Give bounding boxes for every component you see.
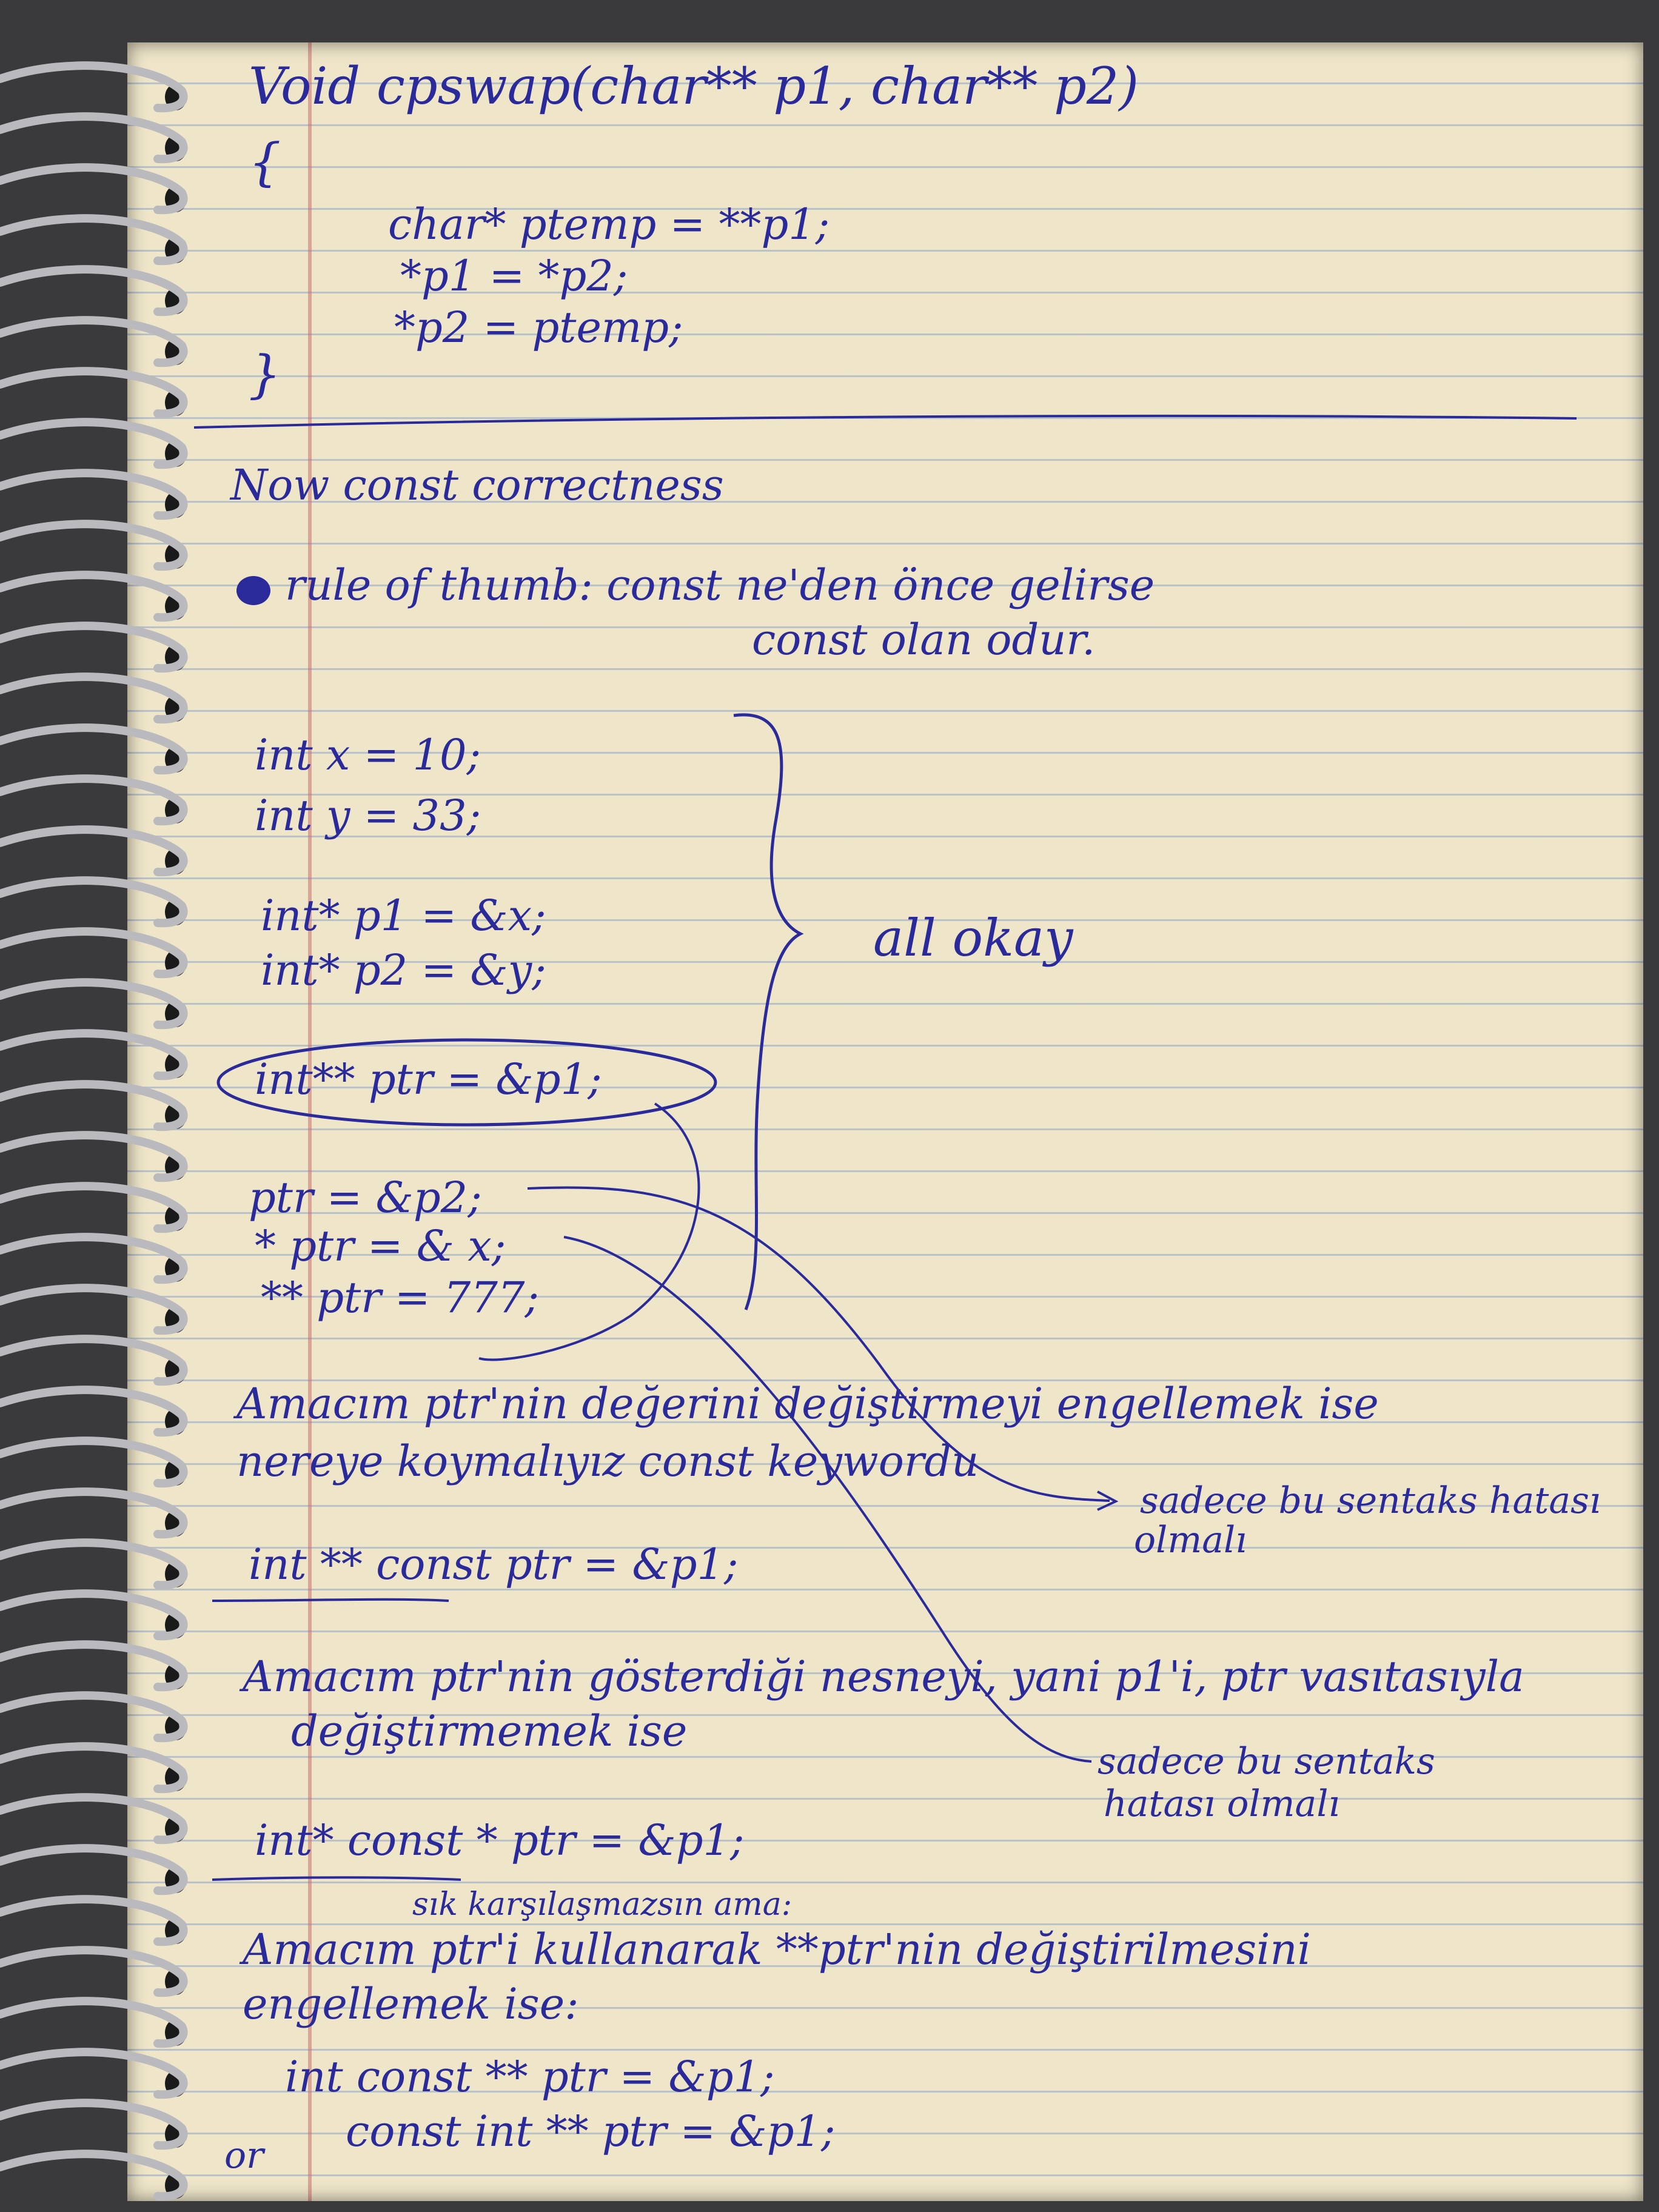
spiral-ring xyxy=(0,1029,188,1081)
spiral-ring xyxy=(0,418,188,469)
all-okay-label: all okay xyxy=(873,908,1073,968)
spiral-ring xyxy=(0,1436,188,1488)
spiral-ring xyxy=(0,672,188,724)
goal1-line-2: nereye koymalıyız const keywordu xyxy=(236,1436,979,1486)
op-deref-assign: * ptr = & x; xyxy=(255,1221,506,1271)
notebook-page xyxy=(127,42,1643,2201)
spiral-ring xyxy=(0,1233,188,1284)
spiral-ring xyxy=(0,1080,188,1131)
spiral-ring xyxy=(0,825,188,877)
spiral-ring xyxy=(0,1589,188,1641)
spiral-ring xyxy=(0,1386,188,1437)
note1-line-1: sadece bu sentaks hatası xyxy=(1140,1480,1601,1522)
swap-line-3: *p2 = ptemp; xyxy=(394,303,683,352)
spiral-ring xyxy=(0,1691,188,1743)
spiral-binding xyxy=(0,61,188,2201)
spiral-ring xyxy=(0,61,188,113)
spiral-ring xyxy=(0,774,188,826)
or-label: or xyxy=(224,2134,264,2177)
spiral-ring xyxy=(0,622,188,673)
close-brace: } xyxy=(249,344,281,404)
spiral-ring xyxy=(0,571,188,622)
swap-signature: Void cpswap(char** p1, char** p2) xyxy=(249,56,1139,116)
spiral-ring xyxy=(0,1640,188,1692)
code-int-y: int y = 33; xyxy=(255,791,481,840)
spiral-ring xyxy=(0,265,188,317)
open-brace: { xyxy=(249,132,281,192)
goal3-line-2: engellemek ise: xyxy=(243,1979,579,2029)
bullet-dot xyxy=(236,576,270,605)
spiral-ring xyxy=(0,2150,188,2201)
spiral-ring xyxy=(0,316,188,367)
note2-line-1: sadece bu sentaks xyxy=(1098,1740,1435,1783)
spiral-ring xyxy=(0,1131,188,1182)
note1-line-2: olmalı xyxy=(1134,1519,1247,1561)
spiral-ring xyxy=(0,1895,188,1946)
spiral-ring xyxy=(0,1844,188,1895)
op-ptr-assign: ptr = &p2; xyxy=(249,1173,482,1222)
spiral-ring xyxy=(0,1997,188,2048)
swap-line-1: char* ptemp = **p1; xyxy=(388,199,830,249)
spiral-ring xyxy=(0,1182,188,1233)
note2-line-2: hatası olmalı xyxy=(1104,1783,1340,1825)
spiral-ring xyxy=(0,978,188,1030)
decl-const-middle: int* const * ptr = &p1; xyxy=(255,1815,745,1865)
spiral-ring xyxy=(0,112,188,164)
spiral-ring xyxy=(0,520,188,571)
section-heading: Now const correctness xyxy=(230,460,724,510)
rule-line-1: rule of thumb: const ne'den önce gelirse xyxy=(285,560,1155,610)
goal3-line-1: Amacım ptr'i kullanarak **ptr'nin değişt… xyxy=(243,1925,1311,1974)
op-double-deref-assign: ** ptr = 777; xyxy=(261,1273,539,1322)
spiral-ring xyxy=(0,469,188,520)
spiral-ring xyxy=(0,1335,188,1386)
spiral-ring xyxy=(0,1793,188,1845)
swap-line-2: *p1 = *p2; xyxy=(400,251,628,301)
spiral-ring xyxy=(0,2048,188,2099)
decl-const-int: const int ** ptr = &p1; xyxy=(346,2106,836,2156)
code-int-x: int x = 10; xyxy=(255,730,481,780)
spiral-ring xyxy=(0,1538,188,1590)
goal2-line-2: değiştirmemek ise xyxy=(291,1706,688,1756)
spiral-ring xyxy=(0,2099,188,2150)
spiral-ring xyxy=(0,876,188,928)
rule-line-2: const olan odur. xyxy=(752,615,1096,665)
goal2-line-1: Amacım ptr'nin gösterdiği nesneyi, yani … xyxy=(243,1652,1524,1701)
code-int-p2: int* p2 = &y; xyxy=(261,945,546,995)
spiral-ring xyxy=(0,1284,188,1335)
code-int-ptr: int** ptr = &p1; xyxy=(255,1054,602,1104)
goal1-line-1: Amacım ptr'nin değerini değiştirmeyi eng… xyxy=(236,1379,1379,1429)
remark: sık karşılaşmazsın ama: xyxy=(412,1886,793,1923)
code-int-p1: int* p1 = &x; xyxy=(261,891,546,940)
spiral-ring xyxy=(0,214,188,266)
spiral-ring xyxy=(0,1946,188,1997)
spiral-ring xyxy=(0,367,188,418)
spiral-ring xyxy=(0,723,188,775)
spiral-ring xyxy=(0,163,188,215)
spiral-ring xyxy=(0,1742,188,1794)
decl-const-ptr: int ** const ptr = &p1; xyxy=(249,1540,739,1589)
spiral-ring xyxy=(0,927,188,979)
decl-int-const: int const ** ptr = &p1; xyxy=(285,2052,775,2102)
spiral-ring xyxy=(0,1487,188,1539)
